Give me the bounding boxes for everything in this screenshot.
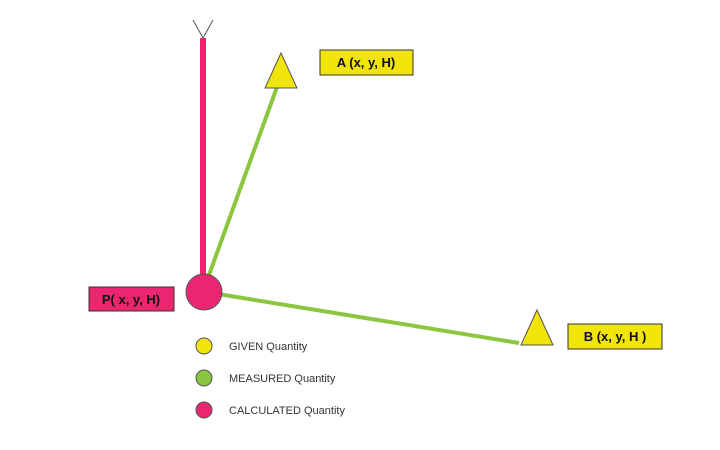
legend-label-calculated: CALCULATED Quantity (229, 405, 345, 417)
north-arrow-icon (192, 19, 214, 40)
point-a-triangle-icon (264, 51, 298, 89)
legend: GIVEN Quantity MEASURED Quantity CALCULA… (195, 337, 345, 419)
legend-dot-measured-icon (195, 369, 213, 387)
point-p-label-text: P( x, y, H) (102, 292, 160, 307)
point-a-label-text: A (x, y, H) (337, 55, 396, 70)
point-b-label-box (567, 323, 663, 350)
measured-line-p-a (203, 86, 279, 287)
point-a-label-box (319, 49, 414, 76)
legend-dot-given-icon (195, 337, 213, 355)
point-p-circle-icon (185, 273, 223, 311)
point-a-label: A (x, y, H) (319, 49, 414, 76)
point-p-label-box (88, 286, 175, 312)
point-p-label: P( x, y, H) (88, 286, 175, 312)
point-b-label-text: B (x, y, H ) (584, 329, 647, 344)
legend-dot-calculated-icon (195, 401, 213, 419)
legend-item-measured: MEASURED Quantity (195, 369, 336, 387)
measured-line-p-b (211, 291, 520, 345)
point-b-triangle-icon (520, 308, 554, 346)
legend-label-given: GIVEN Quantity (229, 341, 308, 353)
point-b-label: B (x, y, H ) (567, 323, 663, 350)
legend-item-calculated: CALCULATED Quantity (195, 401, 345, 419)
legend-item-given: GIVEN Quantity (195, 337, 308, 355)
legend-label-measured: MEASURED Quantity (229, 373, 336, 385)
